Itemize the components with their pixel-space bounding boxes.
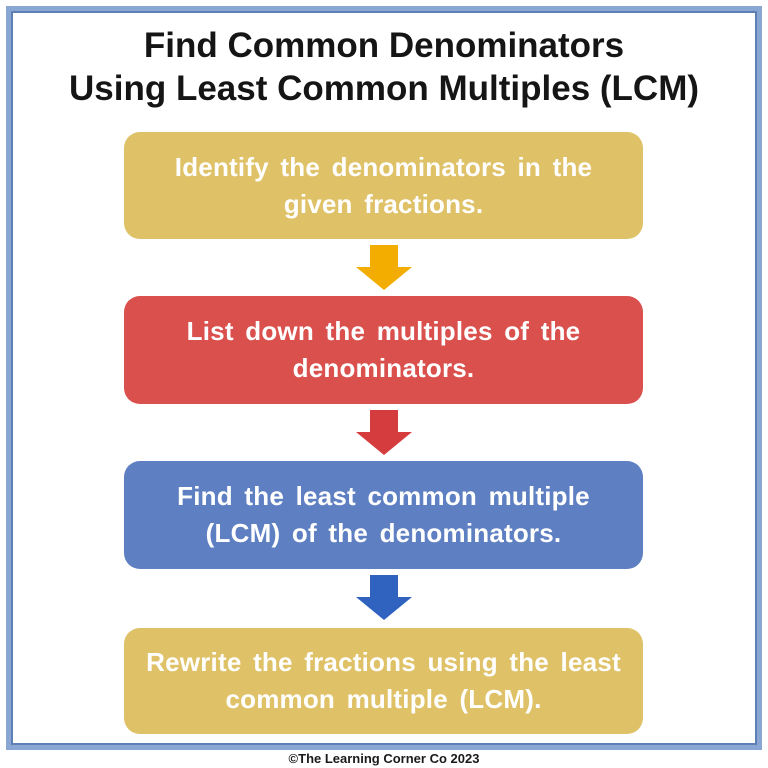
- down-arrow-icon: [356, 245, 412, 290]
- down-arrow-icon: [356, 575, 412, 620]
- step-4-label: Rewrite the fractions using the least co…: [146, 647, 621, 714]
- page-title-line-2: Using Least Common Multiples (LCM): [69, 69, 699, 108]
- step-1-label: Identify the denominators in the given f…: [174, 151, 593, 219]
- down-arrow-shape-1: [356, 245, 412, 290]
- page-title-line-1: Find Common Denominators: [143, 26, 625, 65]
- down-arrow-icon: [356, 410, 412, 455]
- step-box-4: Rewrite the fractions using the least co…: [124, 628, 643, 734]
- down-arrow-shape-3: [356, 575, 412, 620]
- step-box-1: Identify the denominators in the given f…: [124, 132, 643, 239]
- step-2-label: List down the multiples of the denominat…: [186, 316, 581, 383]
- step-box-3: Find the least common multiple (LCM) of …: [124, 461, 643, 569]
- page-title: Find Common Denominators Using Least Com…: [0, 24, 768, 110]
- step-box-2: List down the multiples of the denominat…: [124, 296, 643, 404]
- down-arrow-shape-2: [356, 410, 412, 455]
- step-3-label: Find the least common multiple (LCM) of …: [177, 481, 590, 548]
- copyright-footer: ©The Learning Corner Co 2023: [288, 751, 480, 766]
